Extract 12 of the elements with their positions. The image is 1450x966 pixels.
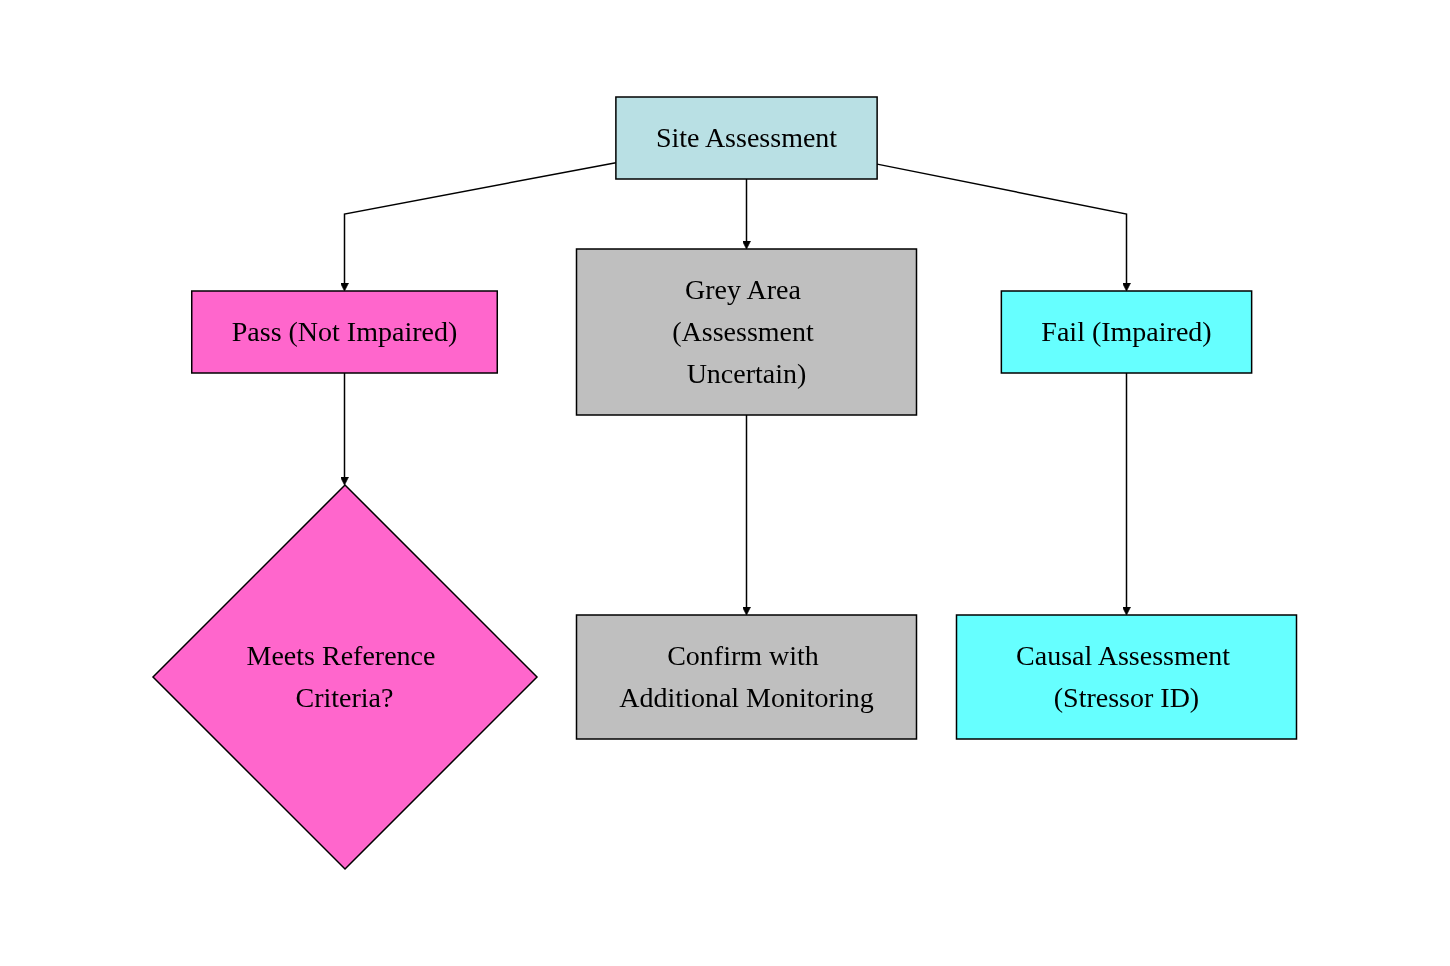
node-diamond: Meets Reference Criteria? (152, 483, 539, 871)
arrow (340, 372, 350, 486)
node-box: Grey Area (Assessment Uncertain) (576, 248, 918, 416)
arrow (1122, 372, 1132, 616)
arrow (340, 161, 617, 292)
node-box: Confirm with Additional Monitoring (576, 614, 918, 740)
node-box: Pass (Not Impaired) (191, 290, 499, 374)
arrow (742, 414, 752, 616)
node-box: Causal Assessment (Stressor ID) (956, 614, 1298, 740)
node-box: Fail (Impaired) (1000, 290, 1253, 374)
node-box: Site Assessment (615, 96, 879, 180)
arrow (742, 178, 752, 250)
